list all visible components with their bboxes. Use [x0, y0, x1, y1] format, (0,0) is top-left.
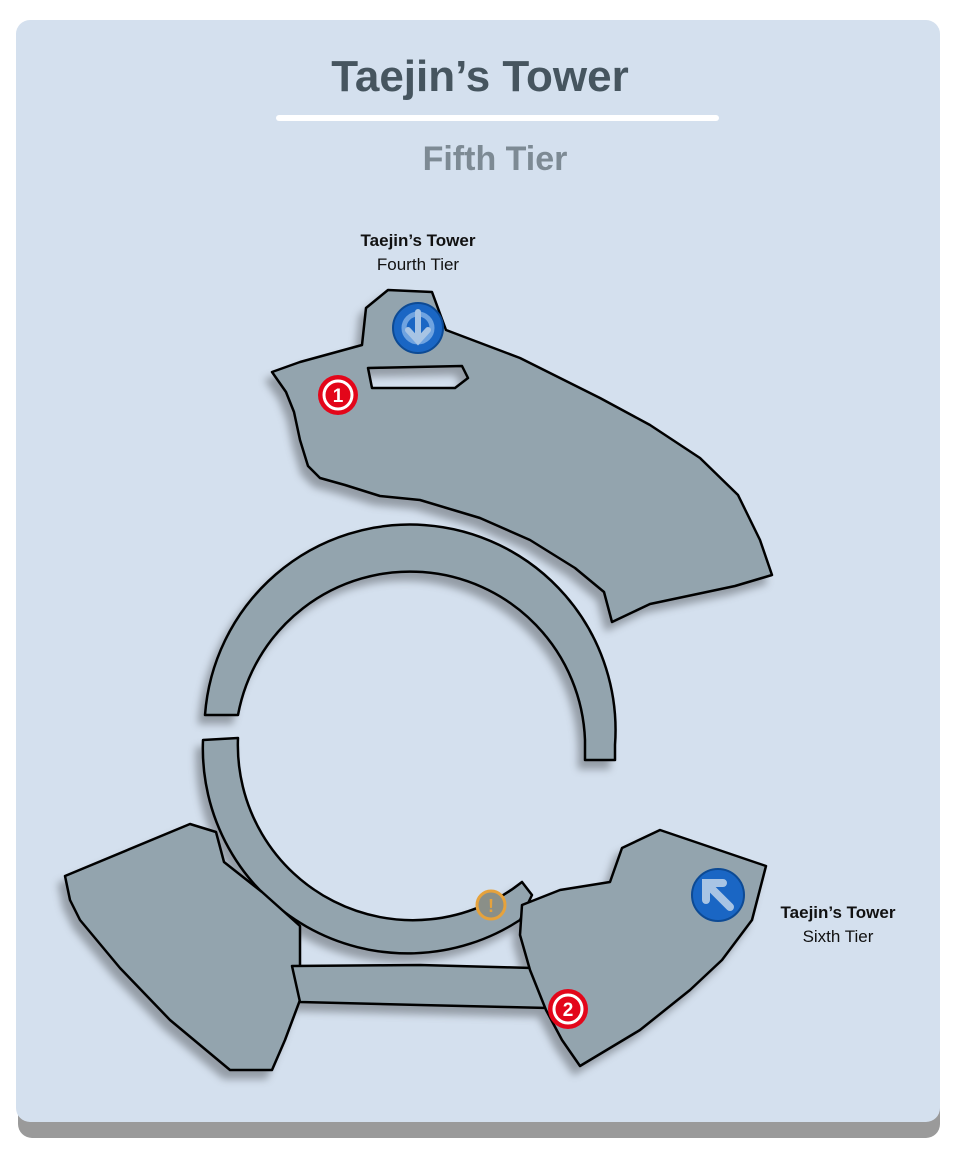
- marker-1[interactable]: 1: [318, 375, 358, 415]
- svg-text:!: !: [488, 896, 494, 916]
- exit-label-sixth-tier: Taejin’s Tower Sixth Tier: [738, 901, 938, 949]
- exit-name: Taejin’s Tower: [360, 231, 476, 250]
- down-arrow-icon[interactable]: [392, 302, 444, 354]
- upper-ring-corridor: [203, 523, 617, 762]
- exit-label-fourth-tier: Taejin’s Tower Fourth Tier: [318, 229, 518, 277]
- map-subtitle: Fifth Tier: [422, 140, 568, 178]
- exit-tier: Fourth Tier: [376, 255, 460, 274]
- exit-name: Taejin’s Tower: [780, 903, 896, 922]
- title-divider: [276, 115, 719, 121]
- svg-text:2: 2: [563, 1000, 574, 1021]
- bottom-corridor: [290, 963, 550, 1010]
- top-room: [270, 288, 774, 624]
- warning-icon[interactable]: !: [475, 889, 507, 921]
- exit-tier: Sixth Tier: [802, 927, 874, 946]
- marker-2[interactable]: 2: [548, 989, 588, 1029]
- lower-ring-corridor: [201, 736, 534, 955]
- svg-text:1: 1: [333, 386, 344, 407]
- up-left-arrow-icon[interactable]: [691, 868, 745, 922]
- map-title: Taejin’s Tower: [331, 52, 629, 101]
- bottom-left-room: [63, 822, 302, 1072]
- bottom-right-room: [518, 828, 768, 1068]
